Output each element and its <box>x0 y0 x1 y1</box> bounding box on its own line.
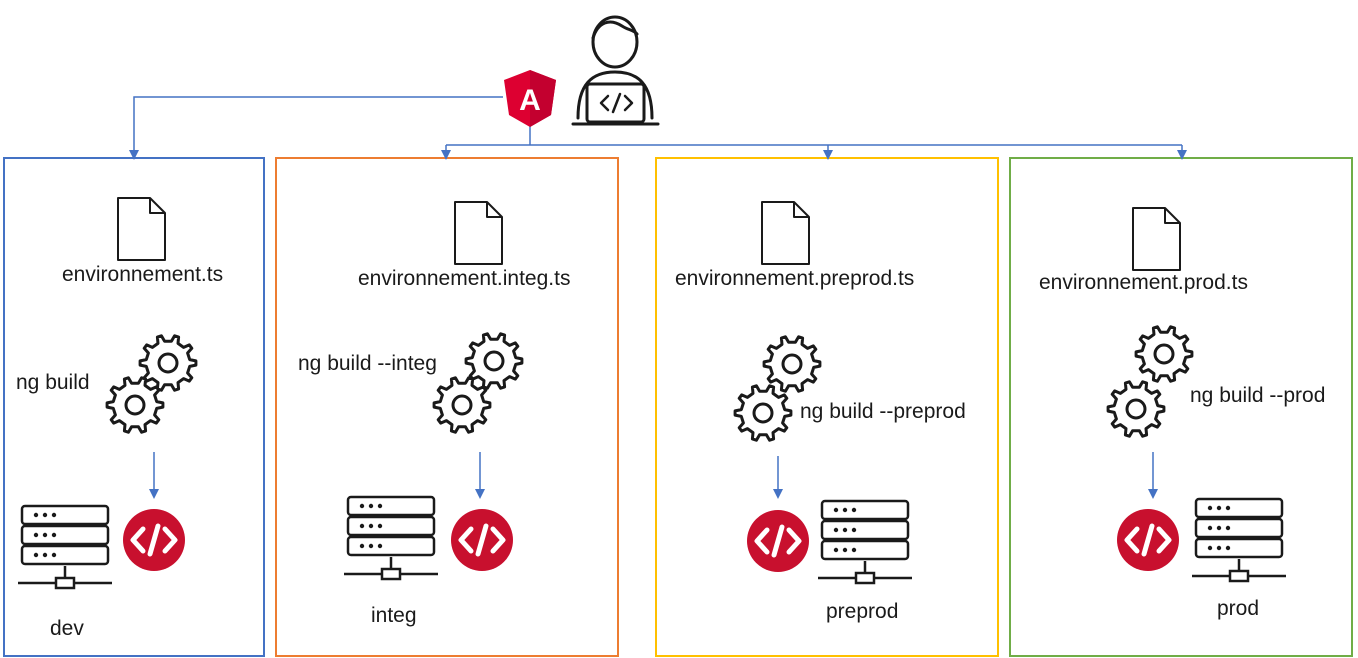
gear-icon-preprod-upper <box>762 335 822 393</box>
build-command-label-prod: ng build --prod <box>1190 384 1326 407</box>
build-command-label-dev: ng build <box>16 371 90 394</box>
server-label-integ: integ <box>371 604 417 627</box>
gear-icon-integ-lower <box>432 376 492 434</box>
code-badge-icon-preprod <box>747 510 809 572</box>
server-icon-prod <box>1192 497 1286 583</box>
server-label-dev: dev <box>50 617 84 640</box>
server-icon-dev <box>18 504 112 590</box>
file-icon-dev <box>117 197 166 261</box>
env-file-label-dev: environnement.ts <box>62 263 224 286</box>
env-file-label-prod: environnement.prod.ts <box>1039 271 1248 294</box>
env-file-label-integ: environnement.integ.ts <box>358 267 571 290</box>
build-arrows <box>149 452 1158 499</box>
server-icon-integ <box>344 495 438 581</box>
code-badge-icon-dev <box>123 509 185 571</box>
env-file-label-preprod: environnement.preprod.ts <box>675 267 915 290</box>
build-command-label-preprod: ng build --preprod <box>800 400 966 423</box>
file-icon-prod <box>1132 207 1181 271</box>
file-icon-integ <box>454 201 503 265</box>
angular-logo-icon: A <box>504 70 556 127</box>
top-connectors <box>129 96 1187 160</box>
gear-icon-prod-lower <box>1106 380 1166 438</box>
server-icon-preprod <box>818 499 912 585</box>
gear-icon-dev-lower <box>105 376 165 434</box>
code-badge-icon-prod <box>1117 509 1179 571</box>
server-label-preprod: preprod <box>826 600 899 623</box>
gear-icon-preprod-lower <box>733 384 793 442</box>
angular-logo-letter: A <box>519 84 541 117</box>
build-command-label-integ: ng build --integ <box>298 352 437 375</box>
developer-laptop-icon <box>571 15 660 126</box>
file-icon-preprod <box>761 201 810 265</box>
gear-icon-dev-upper <box>138 334 198 392</box>
gear-icon-integ-upper <box>464 332 524 390</box>
gear-icon-prod-upper <box>1134 325 1194 383</box>
code-badge-icon-integ <box>451 509 513 571</box>
server-label-prod: prod <box>1217 597 1260 620</box>
